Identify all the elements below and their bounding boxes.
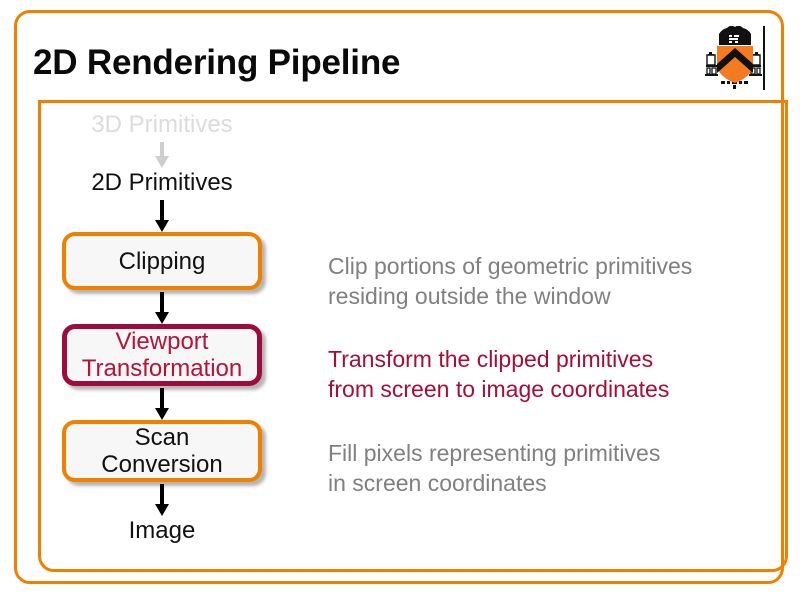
arrow-head (155, 156, 169, 168)
stage-label: Clipping (118, 247, 206, 275)
arrow-shaft (160, 142, 164, 158)
arrow-head (155, 312, 169, 324)
page-title: 2D Rendering Pipeline (33, 43, 401, 82)
princeton-shield-icon (703, 26, 767, 92)
arrow-shaft (160, 200, 164, 222)
flow-arrow-to-image (62, 482, 262, 516)
arrow-head (155, 408, 169, 420)
slide-content-frame (38, 100, 788, 572)
arrow-shaft (160, 484, 164, 506)
pipeline-flow: 3D Primitives 2D Primitives Clipping Vie… (62, 110, 262, 546)
flow-label-image: Image (128, 517, 196, 544)
description-viewport-transformation: Transform the clipped primitives from sc… (328, 346, 670, 402)
flow-arrow-ghost (62, 140, 262, 168)
stage-box-clipping[interactable]: Clipping (62, 232, 262, 290)
arrow-shaft (160, 292, 164, 314)
arrow-head (155, 504, 169, 516)
slide-outer-frame (14, 10, 784, 584)
stage-box-scan-conversion[interactable]: Scan Conversion (62, 420, 262, 482)
arrow-shaft (160, 388, 164, 410)
flow-arrow-to-viewport (62, 290, 262, 324)
arrow-head (155, 220, 169, 232)
flow-arrow-to-clipping (62, 198, 262, 232)
flow-label-3d-primitives: 3D Primitives (91, 111, 233, 138)
description-clipping: Clip portions of geometric primitives re… (328, 253, 693, 309)
stage-label: Viewport Transformation (81, 328, 243, 382)
description-scan-conversion: Fill pixels representing primitives in s… (328, 440, 661, 496)
stage-label: Scan Conversion (101, 424, 223, 478)
stage-box-viewport-transformation[interactable]: Viewport Transformation (62, 324, 262, 386)
flow-arrow-to-scan (62, 386, 262, 420)
flow-label-2d-primitives: 2D Primitives (91, 169, 233, 196)
